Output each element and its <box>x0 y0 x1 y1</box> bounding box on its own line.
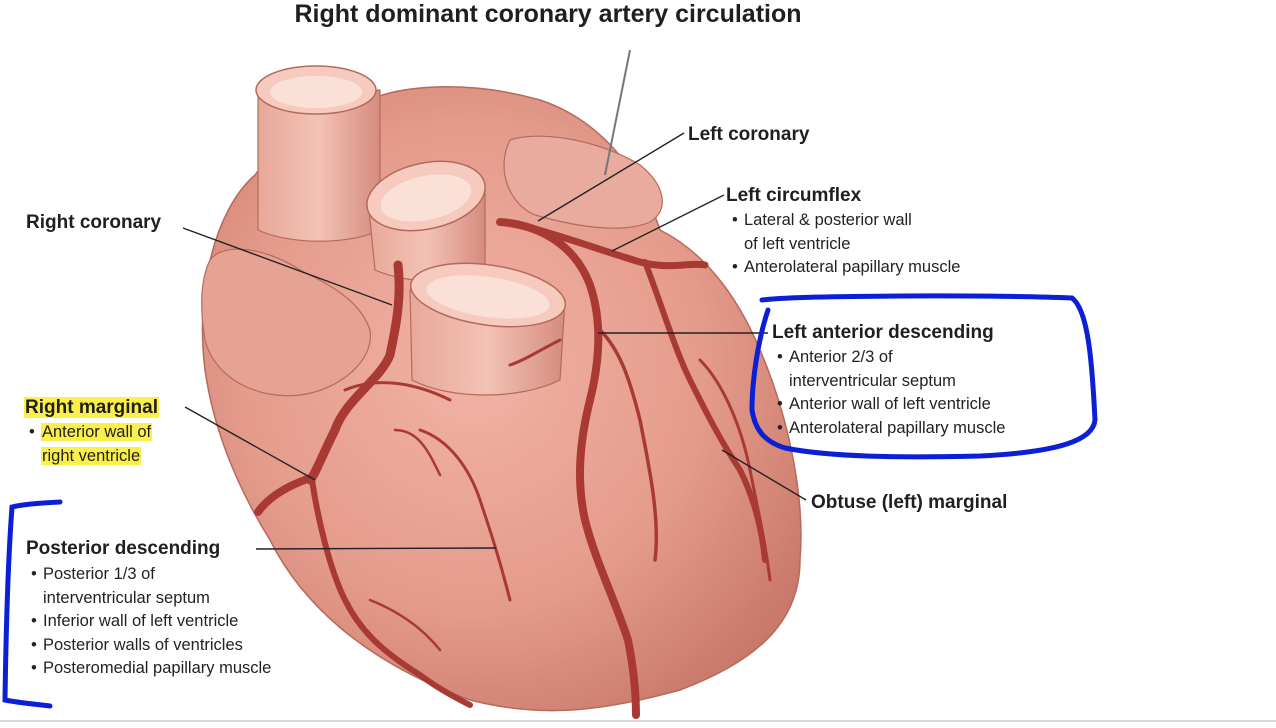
bullet-item-continued: of left ventricle <box>744 234 851 253</box>
bullet-item: Lateral & posterior wall <box>732 209 960 233</box>
pen-annotation-box <box>749 293 1098 460</box>
lad-bullets: Anterior 2/3 of interventricular septum … <box>777 346 1005 440</box>
heart-body <box>201 86 802 712</box>
highlight: right ventricle <box>41 446 142 465</box>
diagram-title: Right dominant coronary artery circulati… <box>294 0 802 28</box>
bullet-item: Posteromedial papillary muscle <box>31 657 271 681</box>
bullet-item-continued: interventricular septum <box>43 588 210 607</box>
left-atrium <box>503 135 663 229</box>
posterior-descending-artery <box>309 477 473 708</box>
left-circumflex-bullets: Lateral & posterior wall of left ventric… <box>732 209 960 280</box>
label-obtuse-marginal: Obtuse (left) marginal <box>811 492 1008 513</box>
bullet-item: Posterior 1/3 of <box>31 563 271 587</box>
bullet-item: Posterior walls of ventricles <box>31 634 271 658</box>
bullet-item: Anterolateral papillary muscle <box>732 256 960 280</box>
right-atrium <box>201 248 371 397</box>
bullet-item: Inferior wall of left ventricle <box>31 610 271 634</box>
obtuse-marginal-artery <box>642 259 768 563</box>
bullet-item-continued: interventricular septum <box>789 371 956 390</box>
right-marginal-bullets: Anterior wall of right ventricle <box>29 421 153 469</box>
bullet-item: Anterior wall of <box>29 421 153 445</box>
label-left-anterior-descending: Left anterior descending <box>772 322 994 343</box>
label-right-marginal: Right marginal <box>24 397 160 419</box>
right-marginal-artery <box>254 474 314 516</box>
left-circumflex-artery <box>516 221 709 270</box>
label-posterior-descending: Posterior descending <box>26 538 221 559</box>
label-right-coronary: Right coronary <box>26 212 162 233</box>
bullet-item: Anterior 2/3 of <box>777 346 1005 370</box>
highlight: Right marginal <box>24 397 160 418</box>
posterior-descending-bullets: Posterior 1/3 of interventricular septum… <box>31 563 271 681</box>
highlight: Anterior wall of <box>41 423 153 441</box>
bullet-item-continued: right ventricle <box>29 445 152 469</box>
left-anterior-descending-artery <box>496 218 640 719</box>
label-left-coronary: Left coronary <box>688 124 810 145</box>
bottom-border <box>0 720 1276 722</box>
label-left-circumflex: Left circumflex <box>726 185 862 206</box>
pen-annotation-bracket <box>2 499 63 709</box>
bullet-item: Anterior wall of left ventricle <box>777 393 1005 417</box>
bullet-item: Anterolateral papillary muscle <box>777 417 1005 441</box>
